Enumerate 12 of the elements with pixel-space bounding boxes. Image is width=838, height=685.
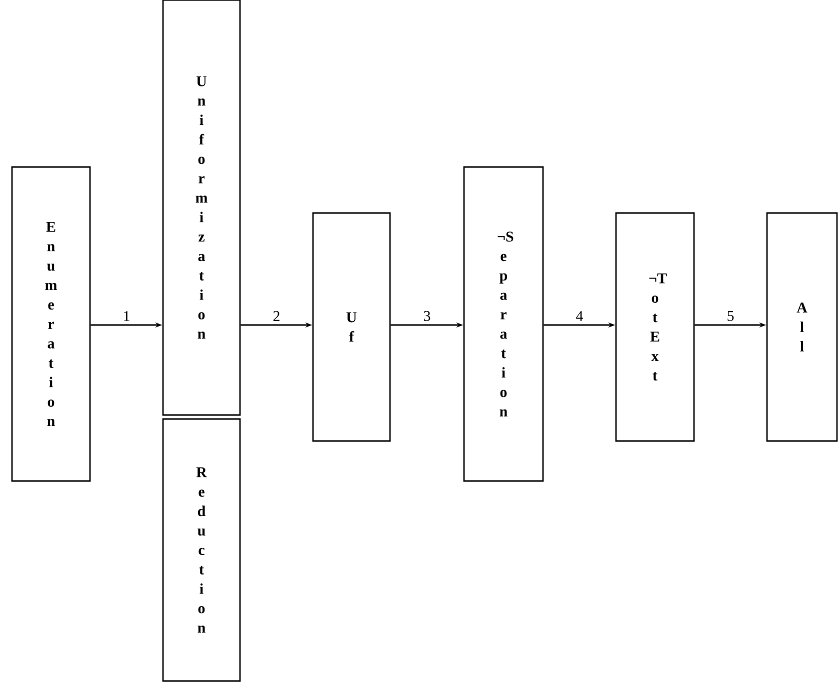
process-box: ¬Separation (463, 166, 544, 482)
process-box: Enumeration (11, 166, 91, 482)
process-box: All (766, 212, 838, 442)
edge-label: 2 (273, 311, 280, 321)
process-box: Reduction (162, 418, 241, 682)
process-box: Uf (312, 212, 391, 442)
process-box: Uniformization (162, 0, 241, 416)
process-box: ¬TotExt (615, 212, 695, 442)
edge-label: 3 (424, 310, 430, 321)
edge-label: 4 (576, 311, 583, 321)
edge-label: 5 (728, 311, 734, 321)
edge-label: 1 (124, 311, 130, 321)
